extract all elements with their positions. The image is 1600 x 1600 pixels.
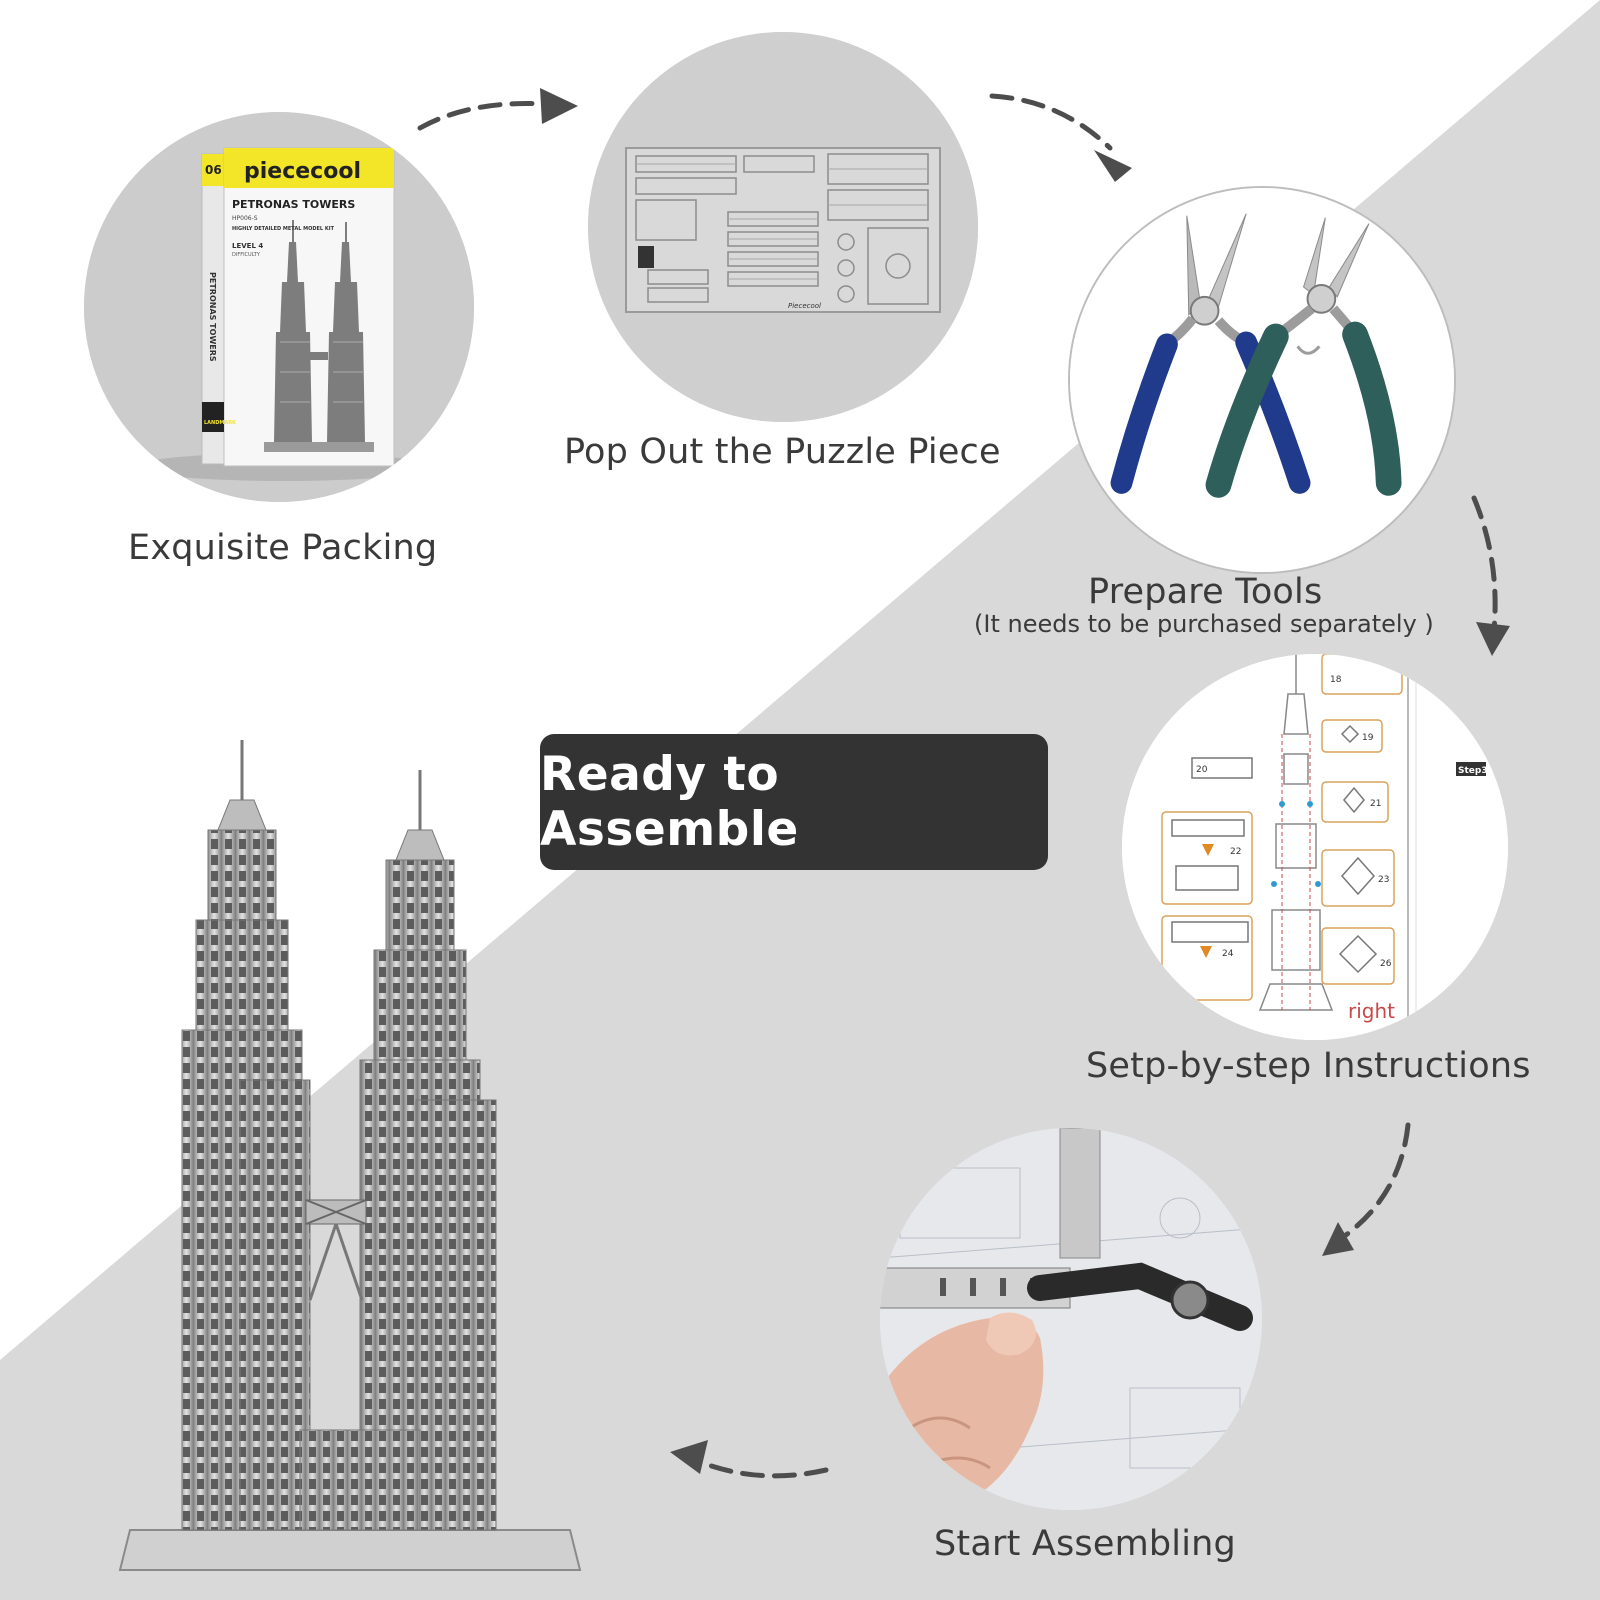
metal-sheet-image: Piececool (588, 32, 978, 422)
instruction-step-tag: Step3 (1458, 766, 1488, 776)
hands-assembling-image (880, 1128, 1262, 1510)
packing-circle: 06 piececool PETRONAS TOWERS HP006-S HIG… (84, 112, 474, 502)
part-number-24: 24 (1222, 949, 1234, 959)
instruction-direction: right (1348, 999, 1395, 1023)
box-difficulty: DIFFICULTY (232, 252, 261, 258)
step-note-tools: (It needs to be purchased separately ) (974, 610, 1434, 638)
step-label-pop-out: Pop Out the Puzzle Piece (564, 432, 1001, 472)
step-label-instructions: Setp-by-step Instructions (1086, 1046, 1531, 1086)
box-subtitle: HIGHLY DETAILED METAL MODEL KIT (232, 226, 335, 232)
instructions-circle: Step3 18 19 20 21 22 23 24 26 right (1122, 654, 1508, 1040)
part-number-22: 22 (1230, 847, 1241, 857)
model-skybridge (305, 1199, 367, 1301)
instruction-sheet-image: Step3 18 19 20 21 22 23 24 26 right (1122, 654, 1508, 1040)
ready-to-assemble-banner: Ready to Assemble (540, 734, 1048, 870)
banner-text: Ready to Assemble (540, 747, 799, 857)
side-cutters (1205, 217, 1402, 498)
model-base (118, 1529, 582, 1571)
part-number-19: 19 (1362, 733, 1374, 743)
box-series: LANDMARK (204, 420, 237, 426)
box-brand: piececool (244, 159, 361, 184)
step-label-tools: Prepare Tools (1088, 572, 1323, 612)
step-label-assembling: Start Assembling (934, 1524, 1236, 1564)
model-podium (299, 1429, 421, 1531)
part-number-26: 26 (1380, 959, 1392, 969)
box-level: LEVEL 4 (232, 242, 263, 250)
pliers-image (1070, 188, 1454, 572)
box-spine: PETRONAS TOWERS (208, 272, 217, 362)
finished-model-image (118, 740, 582, 1571)
step-label-packing: Exquisite Packing (128, 528, 438, 568)
sheet-brand: Piececool (788, 302, 821, 310)
model-right-tower (359, 770, 497, 1531)
box-code: HP006-S (232, 215, 258, 222)
product-box-image: 06 piececool PETRONAS TOWERS HP006-S HIG… (84, 112, 474, 502)
tools-circle (1068, 186, 1456, 574)
part-number-23: 23 (1378, 875, 1389, 885)
model-left-tower (181, 740, 311, 1531)
box-number: 06 (205, 163, 222, 177)
assembling-circle (880, 1128, 1262, 1510)
part-number-20: 20 (1196, 765, 1208, 775)
part-number-21: 21 (1370, 799, 1381, 809)
pop-out-circle: Piececool (588, 32, 978, 422)
box-title: PETRONAS TOWERS (232, 198, 355, 211)
part-number-18: 18 (1330, 675, 1342, 685)
